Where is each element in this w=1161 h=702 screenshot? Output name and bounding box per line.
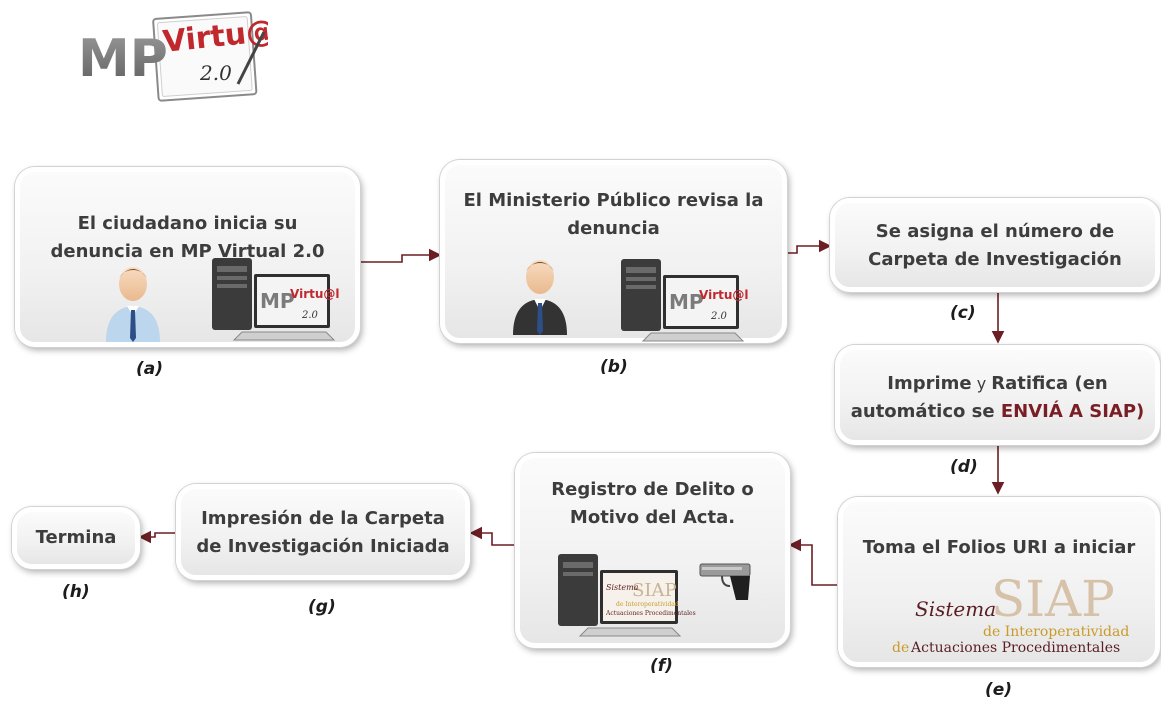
step-f-box: Registro de Delito o Motivo del Acta. SI… — [515, 453, 790, 648]
step-d-box: Imprime y Ratifica (en automático se ENV… — [835, 345, 1160, 445]
step-e-label: (e) — [985, 680, 1013, 700]
step-a-label: (a) — [136, 359, 164, 379]
step-h-label: (h) — [62, 582, 90, 602]
svg-text:de Interoperatividad: de Interoperatividad — [983, 624, 1129, 640]
svg-text:2.0: 2.0 — [710, 311, 728, 322]
svg-text:de Interoperatividad: de Interoperatividad — [616, 601, 679, 608]
step-c-box: Se asigna el número de Carpeta de Invest… — [830, 198, 1160, 292]
step-e-text: Toma el Folios URI a iniciar — [862, 537, 1136, 558]
arrow-a-b — [360, 248, 442, 263]
svg-text:Actuaciones Procedimentales: Actuaciones Procedimentales — [605, 610, 696, 617]
step-b-text: El Ministerio Público revisa la denuncia — [463, 190, 764, 239]
svg-text:MP: MP — [669, 290, 704, 314]
step-g-text: Impresión de la Carpeta de Investigación… — [196, 508, 450, 557]
arrow-b-c — [787, 239, 832, 254]
step-g-label: (g) — [308, 597, 336, 617]
computer-icon: MP Virtu@l 2.0 — [621, 259, 749, 342]
svg-text:2.0: 2.0 — [199, 61, 232, 85]
svg-text:de: de — [892, 640, 909, 656]
gun-icon — [699, 563, 751, 600]
step-c-text: Se asigna el número de Carpeta de Invest… — [868, 221, 1122, 270]
step-c-label: (c) — [950, 303, 976, 323]
step-e-box: Toma el Folios URI a iniciar SIAP Sistem… — [838, 497, 1160, 667]
step-f-label: (f) — [650, 656, 673, 676]
computer-icon: MP Virtu@l 2.0 — [212, 258, 340, 341]
step-h-box: Termina — [12, 507, 140, 569]
svg-text:2.0: 2.0 — [301, 310, 319, 321]
person-icon — [513, 260, 567, 335]
step-a-text: El ciudadano inicia su denuncia en MP Vi… — [50, 213, 325, 262]
svg-text:Virtu@l: Virtu@l — [699, 288, 749, 302]
step-d-label: (d) — [950, 457, 978, 477]
person-icon — [106, 267, 160, 342]
arrow-f-g — [469, 526, 518, 546]
svg-text:MP: MP — [78, 29, 168, 89]
step-b-box: El Ministerio Público revisa la denuncia… — [440, 160, 787, 343]
step-a-box: El ciudadano inicia su denuncia en MP Vi… — [15, 167, 360, 347]
svg-text:SIAP: SIAP — [632, 580, 677, 601]
svg-text:MP: MP — [260, 289, 295, 313]
arrow-g-h — [138, 530, 178, 544]
step-d-text: Imprime y Ratifica (en automático se ENV… — [850, 373, 1145, 422]
arrow-e-f — [788, 538, 838, 586]
computer-icon: SIAP Sistema de Interoperatividad Actuac… — [558, 554, 696, 637]
step-g-box: Impresión de la Carpeta de Investigación… — [176, 484, 470, 580]
svg-text:Sistema: Sistema — [606, 583, 639, 592]
step-b-label: (b) — [600, 357, 628, 377]
svg-text:Sistema: Sistema — [915, 597, 996, 621]
mp-virtual-logo: MP Virtu@l 2.0 — [78, 10, 288, 105]
step-f-text: Registro de Delito o Motivo del Acta. — [551, 479, 754, 528]
step-h-text: Termina — [35, 527, 117, 548]
svg-text:Virtu@l: Virtu@l — [290, 287, 340, 301]
svg-text:Actuaciones Procedimentales: Actuaciones Procedimentales — [910, 640, 1120, 656]
siap-logo: SIAP Sistema de Interoperatividad de Act… — [892, 570, 1129, 656]
svg-text:SIAP: SIAP — [991, 570, 1115, 628]
